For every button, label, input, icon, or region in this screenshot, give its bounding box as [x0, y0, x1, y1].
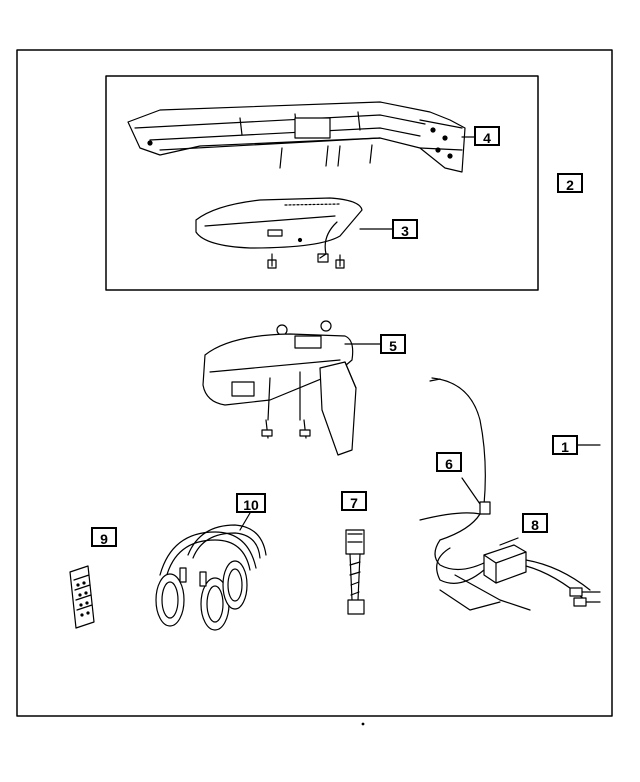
dvd-monitor [202, 320, 357, 456]
adapter-module [436, 544, 601, 611]
callout-2: 2 [557, 173, 583, 193]
callout-8: 8 [522, 513, 548, 533]
mounting-bracket [195, 197, 363, 269]
remote-control [69, 565, 95, 629]
leader-10 [239, 512, 251, 531]
leader-8 [499, 537, 519, 546]
callout-9: 9 [91, 527, 117, 547]
callout-3: 3 [392, 219, 418, 239]
callout-4: 4 [474, 126, 500, 146]
callout-1: 1 [552, 435, 578, 455]
headphones [155, 524, 267, 631]
callout-5: 5 [380, 334, 406, 354]
leader-6 [461, 477, 481, 505]
callout-6: 6 [436, 452, 462, 472]
outer-frame [16, 49, 613, 717]
callout-10: 10 [236, 493, 266, 513]
callout-7: 7 [341, 491, 367, 511]
kit-box [105, 75, 539, 291]
mounting-rail [127, 101, 466, 173]
jumper-harness [345, 529, 365, 615]
wiring-cable [419, 377, 491, 571]
stray-mark [361, 722, 365, 726]
